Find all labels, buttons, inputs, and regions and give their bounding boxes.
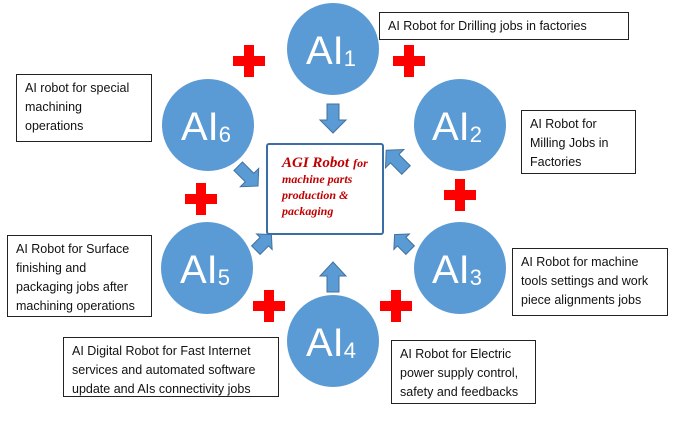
node-ai6: AI6 — [162, 79, 254, 171]
node-ai6-label: AI — [181, 105, 219, 149]
node-ai4-label: AI — [306, 321, 344, 365]
node-ai6-index: 6 — [219, 122, 231, 147]
node-ai5-label: AI — [180, 248, 218, 292]
arrow-ai4-up — [318, 261, 348, 293]
desc-ai2: AI Robot for Milling Jobs in Factories — [521, 110, 636, 174]
center-title: AGI Robot — [282, 155, 350, 171]
svg-text:AI5: AI5 — [180, 248, 230, 292]
plus-icon — [185, 183, 217, 215]
desc-ai3: AI Robot for machine tools settings and … — [512, 248, 668, 316]
plus-icon — [233, 45, 265, 77]
node-ai3-label: AI — [432, 248, 470, 292]
node-ai3: AI3 — [414, 222, 506, 314]
arrow-ai6-diag — [233, 161, 260, 188]
plus-icon — [253, 290, 285, 322]
node-ai1-index: 1 — [344, 46, 356, 71]
node-ai5-index: 5 — [218, 265, 230, 290]
desc-ai4: AI Robot for Electric power supply contr… — [391, 340, 536, 404]
svg-text:AI3: AI3 — [432, 248, 482, 292]
svg-text:AI1: AI1 — [306, 29, 356, 73]
node-ai1: AI1 — [287, 3, 379, 95]
center-agi-box: AGI Robot for machine parts production &… — [266, 143, 384, 235]
node-ai3-index: 3 — [470, 265, 482, 290]
svg-text:AI4: AI4 — [306, 321, 356, 365]
center-line-1: machine parts — [282, 172, 353, 186]
arrow-ai3-diag — [393, 233, 416, 256]
center-line-2: production & — [282, 188, 349, 202]
desc-ai1: AI Robot for Drilling jobs in factories — [379, 12, 629, 40]
desc-ai6: AI robot for special machining operation… — [16, 74, 152, 142]
arrow-ai5-diag — [250, 233, 273, 256]
desc-ai4b: AI Digital Robot for Fast Internet servi… — [63, 337, 279, 397]
svg-text:AI6: AI6 — [181, 105, 231, 149]
node-ai2-label: AI — [432, 105, 470, 149]
plus-icon — [393, 45, 425, 77]
node-ai2: AI2 — [414, 79, 506, 171]
node-ai2-index: 2 — [470, 122, 482, 147]
svg-text:AI2: AI2 — [432, 105, 482, 149]
node-ai1-label: AI — [306, 29, 344, 73]
node-ai4: AI4 — [287, 295, 379, 387]
node-ai4-index: 4 — [344, 338, 356, 363]
arrow-ai1-down — [318, 103, 348, 134]
arrow-ai2-diag — [384, 148, 411, 175]
center-line-3: packaging — [282, 204, 334, 218]
center-title-suffix: for — [353, 156, 368, 170]
plus-icon — [444, 179, 476, 211]
desc-ai5: AI Robot for Surface finishing and packa… — [7, 235, 152, 317]
node-ai5: AI5 — [161, 222, 253, 314]
plus-icon — [380, 290, 412, 322]
